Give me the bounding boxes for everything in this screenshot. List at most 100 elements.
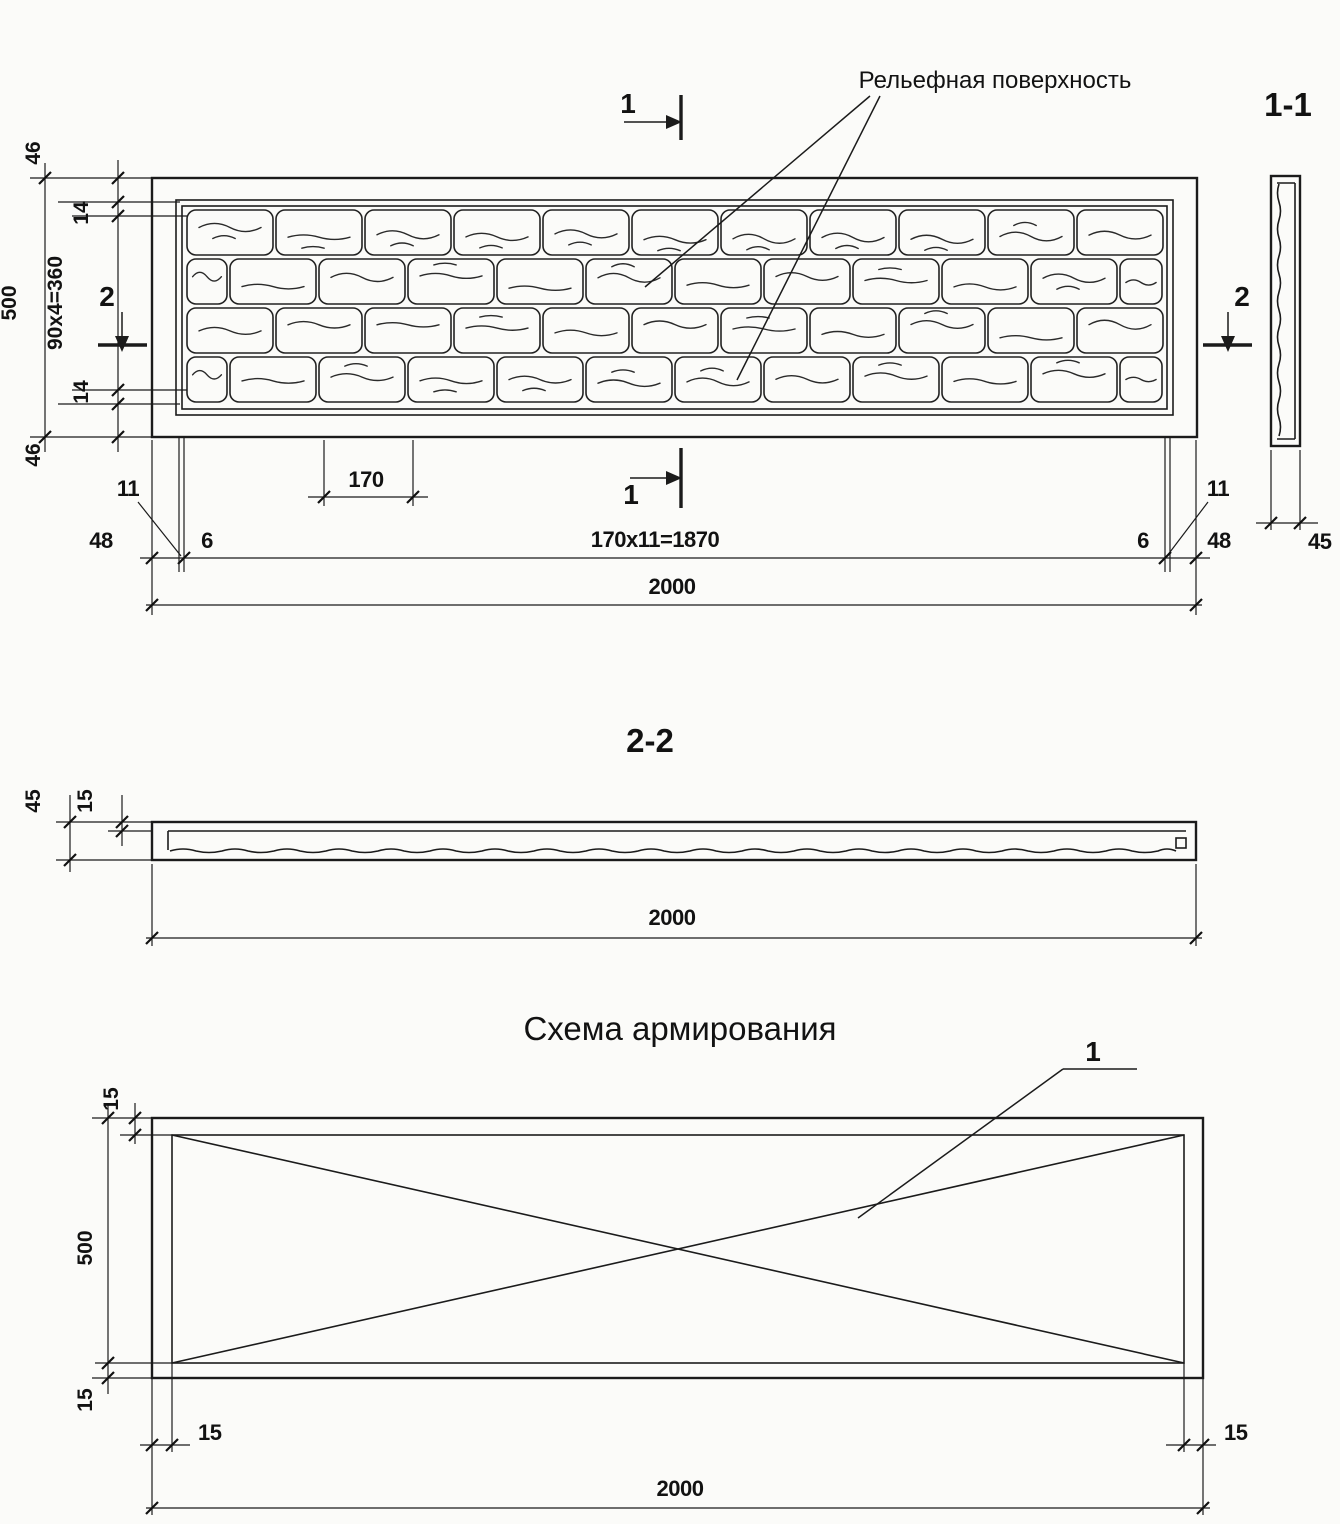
stone [852,356,940,403]
dim-6-right: 6 [1137,528,1149,553]
stone-relief-line [732,233,796,244]
stone [275,209,363,256]
stone-relief-line [1088,319,1152,330]
dim-tick [1264,516,1278,530]
dim-tick [38,430,52,444]
dim-48-left: 48 [89,528,113,553]
stone [275,307,363,354]
stone [407,258,495,305]
stone-relief-line [924,310,948,315]
stone-relief-line [700,367,724,372]
panel-border-outer [175,199,1174,416]
reinforcement-title: Схема армирования [523,1010,836,1047]
stone-relief-line [198,222,262,233]
stone [987,307,1075,354]
stone [364,209,452,256]
dim-tick [406,490,420,504]
section-2-2-title: 2-2 [626,722,674,759]
stone [407,356,495,403]
stone-relief-line [390,242,414,247]
dim-tick [145,598,159,612]
dim-tick [1177,1438,1191,1452]
stone-relief-line [554,329,618,337]
section-1-1-relief-edge [1276,183,1282,437]
stone-relief-line [433,389,457,393]
stone-relief-line [999,231,1063,242]
dim-11-left: 11 [117,476,140,501]
stone-relief-line [301,245,325,249]
section-2-2-relief-edge [169,848,1177,854]
stone-relief-line [376,321,440,328]
stone [1119,258,1163,305]
dim-14-top: 14 [70,201,93,225]
dim-11-right: 11 [1207,476,1230,501]
stone [631,307,719,354]
stone [674,258,762,305]
dim-tick [1196,1438,1210,1452]
dim-tick [145,551,159,565]
section-mark-1-top: 1 [620,88,636,119]
relief-leader-2 [736,95,881,381]
stone [1076,307,1164,354]
section-marks: 1 1 2 2 [98,88,1252,510]
stone-relief-line [212,234,236,240]
stone-relief-line [465,232,529,242]
dim-15-reinf-bottomright: 15 [1224,1420,1248,1445]
dim-tick [165,1438,179,1452]
stone-relief-line [821,330,885,338]
section-2-2-end-detail [1175,837,1187,849]
stone-relief-line [864,372,928,380]
stone [542,209,630,256]
dim-tick [115,824,129,838]
stone-relief-line [508,285,572,292]
dim-tick [111,195,125,209]
stone-relief-line [344,363,368,367]
stone-relief-line [999,335,1063,341]
panel-outer-edge [150,176,1199,439]
stone [186,307,274,354]
stone-relief-line [611,263,635,268]
stone [674,356,762,403]
stone-relief-line [419,272,483,280]
stone-relief-line [597,272,661,283]
section-2-2-view: 2-2 45 15 2000 [22,722,1202,946]
dim-45-section22: 45 [22,789,45,813]
dimension-ticks [38,171,1307,1515]
stone-relief-line [1088,230,1152,240]
dim-tick [1189,551,1203,565]
stone-relief-line [522,387,546,392]
dim-tick [177,551,191,565]
stone [186,209,274,256]
stone-relief-line [330,272,394,283]
relief-stones [186,209,1164,403]
stone-relief-line [1013,221,1037,227]
plan-view: 46 14 90x4=360 14 46 500 170 170x11=1870… [0,67,1252,615]
dim-tick [38,171,52,185]
dim-45-section11: 45 [1308,529,1332,554]
panel-outline [150,176,1199,439]
stone [229,356,317,403]
stone [453,209,541,256]
section-1-1-title: 1-1 [1264,86,1312,123]
stone-relief-line [686,377,750,387]
stone-relief-line [953,378,1017,385]
dim-15-reinf-bottomleft-v: 15 [74,1388,97,1412]
reinforcement-outer-frame [150,1116,1205,1380]
stone [720,209,808,256]
dim-tick [317,490,331,504]
dim-tick [1196,1501,1210,1515]
dim-2000-section22: 2000 [649,905,696,930]
stone [720,307,808,354]
dim-tick [128,1111,142,1125]
stone-relief-line [924,246,948,251]
stone-relief-line [287,320,351,329]
stone [898,209,986,256]
stone-relief-line [878,362,902,366]
dim-tick [63,815,77,829]
stone [542,307,630,354]
stone-relief-line [686,282,750,289]
stone-relief-line [910,319,974,330]
dim-tick [1189,598,1203,612]
stone-relief-line [953,283,1017,291]
